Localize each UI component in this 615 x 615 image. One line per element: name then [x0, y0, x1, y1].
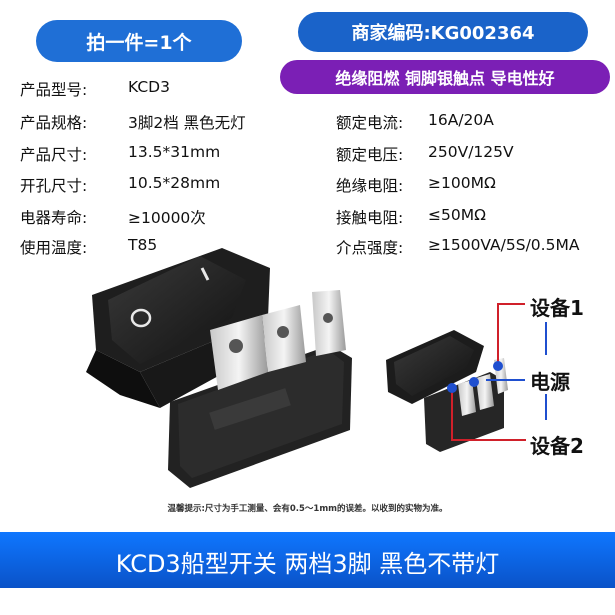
spec-cutout: 开孔尺寸: 10.5*28mm: [20, 174, 220, 196]
product-title-banner: [0, 532, 615, 588]
device2-label: 设备2: [530, 434, 584, 458]
spec-label: 使用温度:: [20, 239, 88, 257]
off-symbol-icon: [130, 308, 152, 328]
spec-label: 产品规格:: [20, 114, 88, 132]
measurement-note: 温馨提示:尺寸为手工测量、会有0.5～1mm的误差。以收到的实物为准。: [167, 504, 448, 514]
spec-label: 额定电压:: [336, 146, 404, 164]
spec-label: 开孔尺寸:: [20, 177, 88, 195]
spec-value: KCD3: [128, 78, 170, 96]
spec-insulation: 绝缘电阻: ≥100MΩ: [336, 174, 496, 196]
spec-label: 介点强度:: [336, 239, 404, 257]
spec-current: 额定电流: 16A/20A: [336, 111, 494, 133]
terminal-pin: [262, 305, 306, 372]
spec-model: 产品型号: KCD3: [20, 78, 170, 100]
wiring-switch: [386, 330, 508, 452]
spec-value: ≤50MΩ: [428, 206, 486, 224]
product-title: KCD3船型开关 两档3脚 黑色不带灯: [115, 550, 500, 578]
on-symbol-icon: [200, 267, 210, 281]
spec-contact-resistance: 接触电阻: ≤50MΩ: [336, 206, 486, 228]
spec-voltage: 额定电压: 250V/125V: [336, 143, 514, 165]
spec-spec: 产品规格: 3脚2档 黑色无灯: [20, 111, 246, 133]
spec-lifetime: 电器寿命: ≥10000次: [20, 206, 206, 228]
spec-label: 接触电阻:: [336, 209, 404, 227]
spec-dielectric: 介点强度: ≥1500VA/5S/0.5MA: [336, 236, 579, 258]
spec-value: 16A/20A: [428, 111, 494, 129]
spec-label: 额定电流:: [336, 114, 404, 132]
spec-label: 电器寿命:: [20, 209, 88, 227]
spec-value: T85: [128, 236, 158, 254]
power-label: 电源: [530, 370, 570, 394]
switch-back-view: [168, 290, 352, 488]
terminal-pin: [312, 290, 346, 356]
wiring-lines: [447, 303, 547, 441]
spec-temperature: 使用温度: T85: [20, 236, 157, 258]
spec-label: 产品型号:: [20, 81, 88, 99]
feature-badge: 绝缘阻燃 铜脚银触点 导电性好: [280, 60, 610, 94]
spec-value: 250V/125V: [428, 143, 514, 161]
spec-label: 产品尺寸:: [20, 146, 88, 164]
spec-size: 产品尺寸: 13.5*31mm: [20, 143, 220, 165]
spec-label: 绝缘电阻:: [336, 177, 404, 195]
spec-value: 13.5*31mm: [128, 143, 221, 161]
spec-value: ≥100MΩ: [428, 174, 496, 192]
spec-value: 10.5*28mm: [128, 174, 221, 192]
spec-value: 3脚2档 黑色无灯: [128, 114, 246, 132]
spec-value: ≥10000次: [128, 209, 206, 227]
spec-value: ≥1500VA/5S/0.5MA: [428, 236, 580, 254]
device1-label: 设备1: [530, 296, 584, 320]
merchant-code-badge: 商家编码:KG002364: [298, 12, 588, 52]
quantity-badge: 拍一件=1个: [36, 20, 242, 62]
terminal-pin: [210, 315, 268, 390]
